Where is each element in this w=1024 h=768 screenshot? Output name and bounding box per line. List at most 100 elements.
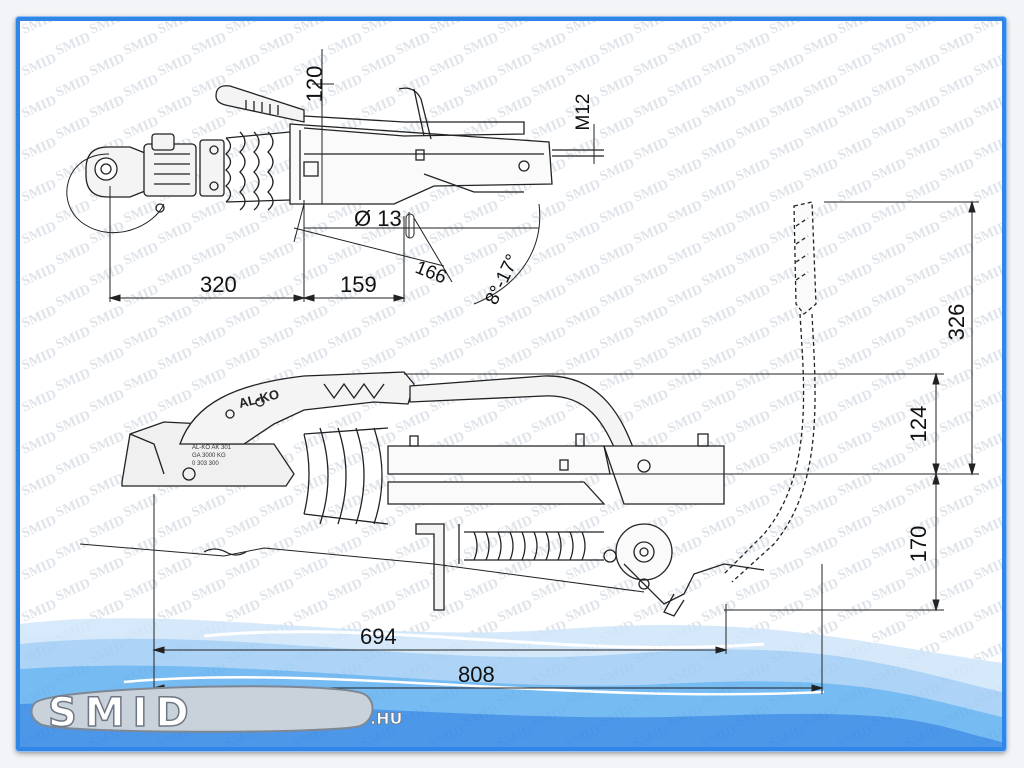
watermark-text: SMID <box>54 30 94 59</box>
watermark-text: SMID <box>258 492 298 521</box>
watermark-text: SMID <box>904 219 944 248</box>
watermark-text: SMID <box>836 21 876 38</box>
watermark-text: SMID <box>734 576 774 605</box>
watermark-text: SMID <box>326 576 366 605</box>
watermark-text: SMID <box>88 471 128 500</box>
watermark-text: SMID <box>462 72 502 101</box>
watermark-text: SMID <box>972 261 1006 290</box>
watermark-text: SMID <box>666 198 706 227</box>
watermark-text: SMID <box>632 21 672 38</box>
watermark-text: SMID <box>156 93 196 122</box>
watermark-text: SMID <box>836 555 876 584</box>
watermark-text: SMID <box>802 72 842 101</box>
watermark-text: SMID <box>258 240 298 269</box>
watermark-text: SMID <box>122 240 162 269</box>
dim-offset-left: 320 <box>200 272 237 297</box>
watermark-text: SMID <box>870 366 910 395</box>
watermark-text: SMID <box>700 135 740 164</box>
watermark-text: SMID <box>496 93 536 122</box>
watermark-text: SMID <box>54 282 94 311</box>
watermark-text: SMID <box>428 93 468 122</box>
watermark-text: SMID <box>258 30 298 59</box>
watermark-text: SMID <box>258 576 298 605</box>
watermark-text: SMID <box>20 51 59 80</box>
dim-height-top: 120 <box>302 66 327 103</box>
watermark-text: SMID <box>394 408 434 437</box>
watermark-text: SMID <box>972 303 1006 332</box>
watermark-text: SMID <box>20 93 59 122</box>
watermark-text: SMID <box>870 324 910 353</box>
plate-line-3: 0 303 300 <box>192 461 219 467</box>
watermark-text: SMID <box>870 534 910 563</box>
watermark-text: SMID <box>700 555 740 584</box>
watermark-text: SMID <box>428 219 468 248</box>
watermark-text: SMID <box>122 72 162 101</box>
watermark-text: SMID <box>224 21 264 38</box>
watermark-text: SMID <box>258 324 298 353</box>
watermark-text: SMID <box>360 597 400 626</box>
watermark-text: SMID <box>190 492 230 521</box>
watermark-text: SMID <box>598 324 638 353</box>
watermark-text: SMID <box>836 513 876 542</box>
damper-spring <box>458 524 604 564</box>
watermark-text: SMID <box>768 177 808 206</box>
watermark-text: SMID <box>360 51 400 80</box>
watermark-text: SMID <box>836 261 876 290</box>
watermark-text: SMID <box>360 21 400 38</box>
watermark-text: SMID <box>734 534 774 563</box>
watermark-text: SMID <box>394 30 434 59</box>
handbrake-lever-raised <box>793 201 817 315</box>
handle-side <box>179 371 415 445</box>
watermark-text: SMID <box>122 576 162 605</box>
watermark-text: SMID <box>632 93 672 122</box>
watermark-text: SMID <box>156 51 196 80</box>
watermark-text: SMID <box>530 198 570 227</box>
watermark-text: SMID <box>530 30 570 59</box>
watermark-text: SMID <box>802 534 842 563</box>
watermark-text: SMID <box>190 240 230 269</box>
watermark-text: SMID <box>972 219 1006 248</box>
watermark-text: SMID <box>394 576 434 605</box>
watermark-text: SMID <box>972 555 1006 584</box>
top-view <box>66 49 604 305</box>
watermark-text: SMID <box>598 156 638 185</box>
watermark-text: SMID <box>326 492 366 521</box>
watermark-text: SMID <box>156 345 196 374</box>
watermark-text: SMID <box>292 471 332 500</box>
watermark-text: SMID <box>632 135 672 164</box>
watermark-text: SMID <box>88 21 128 38</box>
watermark-text: SMID <box>700 21 740 38</box>
dim-hole: Ø 13 <box>354 206 402 231</box>
smid-logo: SMID .HU <box>30 685 403 737</box>
watermark-text: SMID <box>292 513 332 542</box>
watermark-text: SMID <box>700 219 740 248</box>
watermark-text: SMID <box>122 366 162 395</box>
watermark-text: SMID <box>292 555 332 584</box>
watermark-text: SMID <box>224 513 264 542</box>
watermark-text: SMID <box>428 21 468 38</box>
watermark-text: SMID <box>54 450 94 479</box>
watermark-text: SMID <box>326 324 366 353</box>
watermark-text: SMID <box>428 51 468 80</box>
watermark-text: SMID <box>768 21 808 38</box>
watermark-text: SMID <box>428 303 468 332</box>
watermark-text: SMID <box>156 261 196 290</box>
watermark-text: SMID <box>564 345 604 374</box>
watermark-text: SMID <box>564 177 604 206</box>
watermark-text: SMID <box>972 177 1006 206</box>
watermark-text: SMID <box>598 114 638 143</box>
watermark-text: SMID <box>870 240 910 269</box>
watermark-text: SMID <box>700 387 740 416</box>
watermark-text: SMID <box>734 114 774 143</box>
watermark-text: SMID <box>700 303 740 332</box>
watermark-text: SMID <box>972 429 1006 458</box>
watermark-text: SMID <box>190 30 230 59</box>
watermark-text: SMID <box>904 21 944 38</box>
watermark-text: SMID <box>88 429 128 458</box>
watermark-text: SMID <box>836 429 876 458</box>
watermark-text: SMID <box>734 30 774 59</box>
watermark-text: SMID <box>530 114 570 143</box>
watermark-text: SMID <box>904 303 944 332</box>
watermark-text: SMID <box>156 219 196 248</box>
